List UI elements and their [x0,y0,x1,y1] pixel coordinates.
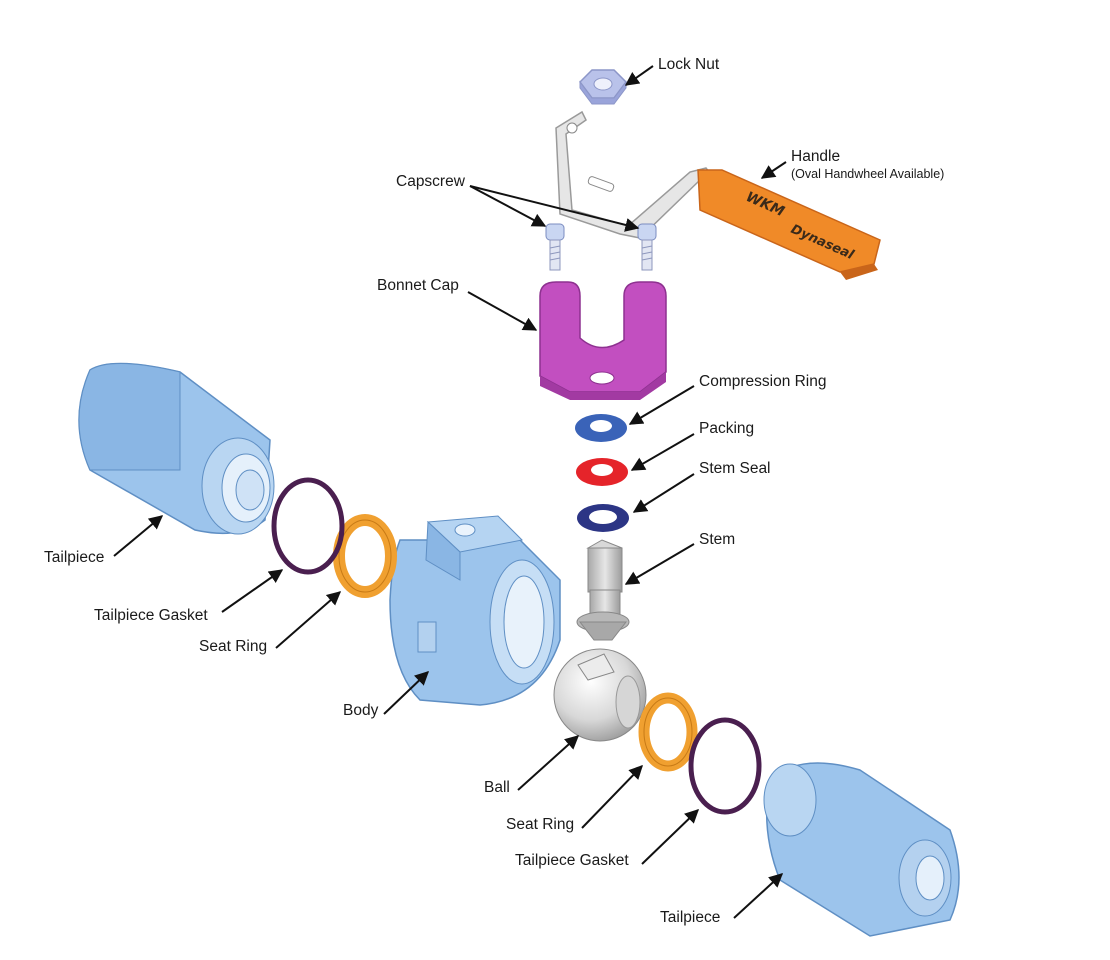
label-capscrew: Capscrew [396,173,465,190]
label-lock-nut: Lock Nut [658,56,720,73]
label-seat-ring-right: Seat Ring [506,816,575,833]
arrow-tailpiece-right [733,873,784,919]
label-tailpiece-gasket-left: Tailpiece Gasket [94,607,208,624]
arrow-capscrew-left [469,185,547,227]
label-compression-ring: Compression Ring [699,373,827,390]
capscrew-right-part [637,223,657,271]
tailpiece-left-part [78,362,275,535]
arrow-tailpiece-gasket-right [641,809,700,865]
arrow-stem [624,543,695,585]
arrow-tailpiece-left [113,515,164,557]
label-stem: Stem [699,531,736,548]
arrow-handle [760,161,787,179]
seat-ring-left-part [333,514,397,598]
arrow-ball [517,735,580,791]
label-body: Body [343,702,379,719]
arrow-capscrew-right [469,185,640,232]
arrow-stem-seal [632,473,695,513]
stem-part [576,539,630,641]
label-packing: Packing [699,420,755,437]
label-handle: Handle [791,148,841,165]
tailpiece-gasket-right-part [688,717,762,815]
leader-arrows [113,65,787,919]
lock-nut-part [579,69,627,105]
stem-seal-part [577,504,629,532]
arrow-compression-ring [628,385,695,425]
ball-part [553,648,647,742]
label-seat-ring-left: Seat Ring [199,638,268,655]
capscrew-left-part [545,223,565,271]
tailpiece-right-part [763,762,960,937]
seat-ring-right-part [638,692,698,772]
arrow-body [383,671,430,715]
tailpiece-gasket-left-part [271,477,345,575]
valve-body-part [389,515,561,706]
arrow-lock-nut [624,65,654,86]
label-tailpiece-right: Tailpiece [660,909,721,926]
label-ball: Ball [484,779,510,796]
label-handle-note: (Oval Handwheel Available) [791,167,945,181]
compression-ring-part [575,414,627,442]
handle-part: WKM Dynaseal [555,110,881,280]
label-tailpiece-left: Tailpiece [44,549,105,566]
label-bonnet-cap: Bonnet Cap [377,277,459,294]
arrow-bonnet-cap [467,291,538,331]
arrow-packing [630,433,695,471]
arrow-seat-ring-left [275,591,342,649]
arrow-seat-ring-right [581,764,643,829]
label-tailpiece-gasket-right: Tailpiece Gasket [515,852,629,869]
label-stem-seal: Stem Seal [699,460,771,477]
bonnet-cap-part [539,281,667,400]
arrow-tailpiece-gasket-left [221,569,284,613]
packing-part [576,458,628,486]
